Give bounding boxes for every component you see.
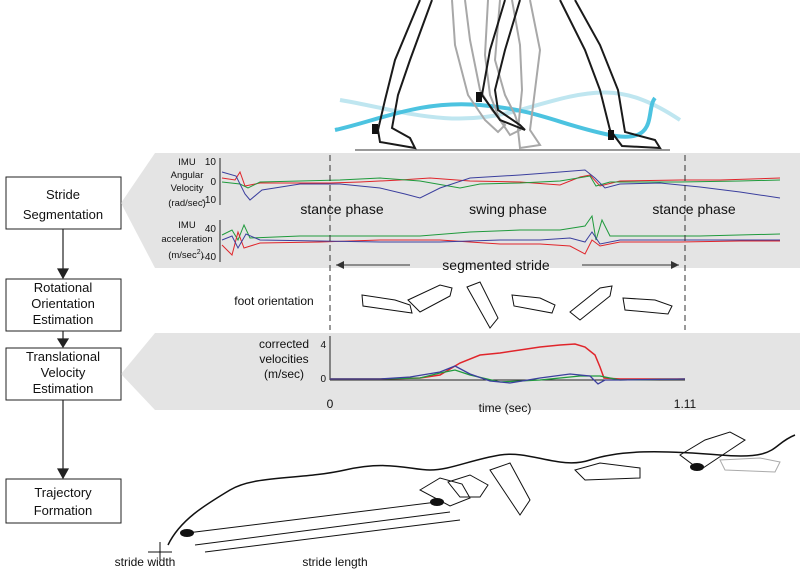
foot-outline [489,462,531,516]
panel-label: corrected [259,337,309,351]
foot-orientation-label: foot orientation [234,294,313,308]
x-axis-label: time (sec) [479,401,532,415]
panel-label: (m/sec) [264,367,304,381]
panel-label: Angular [171,170,204,181]
panel-label: (m/sec2) [168,249,204,261]
step-label: Formation [34,503,93,518]
step-label: Stride [46,187,80,202]
step-label: Orientation [31,296,95,311]
step-label: Trajectory [34,485,92,500]
panel-label: IMU [178,220,196,231]
step-box-stride-segmentation [5,176,122,230]
step-box-trajectory-formation [5,478,122,524]
trajectory-path [167,434,796,546]
step-box-translational-velocity [5,347,122,401]
velocity-panel: corrected velocities (m/sec) 4 0 0 1.11 … [259,336,697,415]
phase-label-swing: swing phase [469,201,547,217]
walking-legs-illustration [334,0,682,151]
angular-velocity-green [221,175,781,189]
panel-label: IMU [178,157,196,168]
foot-outline [447,474,489,498]
step-box-rotational-orientation [5,278,122,332]
tick-label: 0 [210,177,216,188]
unit-sup: 2 [197,249,201,256]
foot-outline [511,294,556,314]
unit-main: (m/sec [168,250,197,261]
angular-velocity-panel: IMU Angular Velocity (rad/sec) 10 0 -10 [168,157,781,209]
panel-label: (rad/sec) [168,198,205,209]
stride-length-label: stride length [302,555,367,569]
foot-outline [679,431,746,471]
foot-orientation-row: foot orientation [234,281,673,329]
tick-label: -10 [202,195,217,206]
panel-label: acceleration [161,234,212,245]
acceleration-red [221,230,780,256]
tick-label: 10 [205,157,217,168]
phase-label-stance: stance phase [300,201,383,217]
foot-outline-grey [719,457,781,473]
tick-label: -40 [202,252,217,263]
phase-label-stance: stance phase [652,201,735,217]
flow-arrows [56,229,70,480]
step-label: Velocity [41,365,86,380]
acceleration-blue [221,231,780,250]
tick-label: 0 [320,374,326,385]
x-tick-start: 0 [327,397,334,411]
acceleration-panel: IMU acceleration (m/sec2) 40 -40 [161,214,781,263]
foot-outline [622,297,673,315]
velocity-red [330,343,685,380]
step-label: Translational [26,349,100,364]
acceleration-green [221,214,781,242]
angular-velocity-blue [221,169,781,201]
imu-sensor-marker [476,92,482,102]
imu-sensor-marker [372,124,378,134]
segmented-stride-label: segmented stride [442,257,550,273]
step-label: Rotational [34,280,93,295]
foot-outline [361,294,413,314]
velocity-blue [330,365,686,385]
foot-outline [466,281,499,329]
velocity-green [330,369,686,383]
imu-sensor-marker [608,130,614,140]
unit-end: ) [201,250,204,261]
step-label: Estimation [33,312,94,327]
foot-outline [418,477,471,507]
segmented-stride-arrow: segmented stride [336,257,679,273]
panel-label: Velocity [171,183,204,194]
foot-outline [569,285,613,321]
panel-label: velocities [259,352,308,366]
step-label: Segmentation [23,207,103,222]
foot-trajectory-curve [334,96,657,139]
trajectory-diagram: stride width stride length [115,431,796,569]
tick-label: 4 [320,340,326,351]
tick-label: 40 [205,224,217,235]
step-label: Estimation [33,381,94,396]
stride-width-label: stride width [115,555,176,569]
x-tick-end: 1.11 [674,397,697,411]
foot-outline [574,462,641,481]
foot-outline [407,284,453,313]
pipeline-steps: Stride Segmentation Rotational Orientati… [5,176,122,524]
